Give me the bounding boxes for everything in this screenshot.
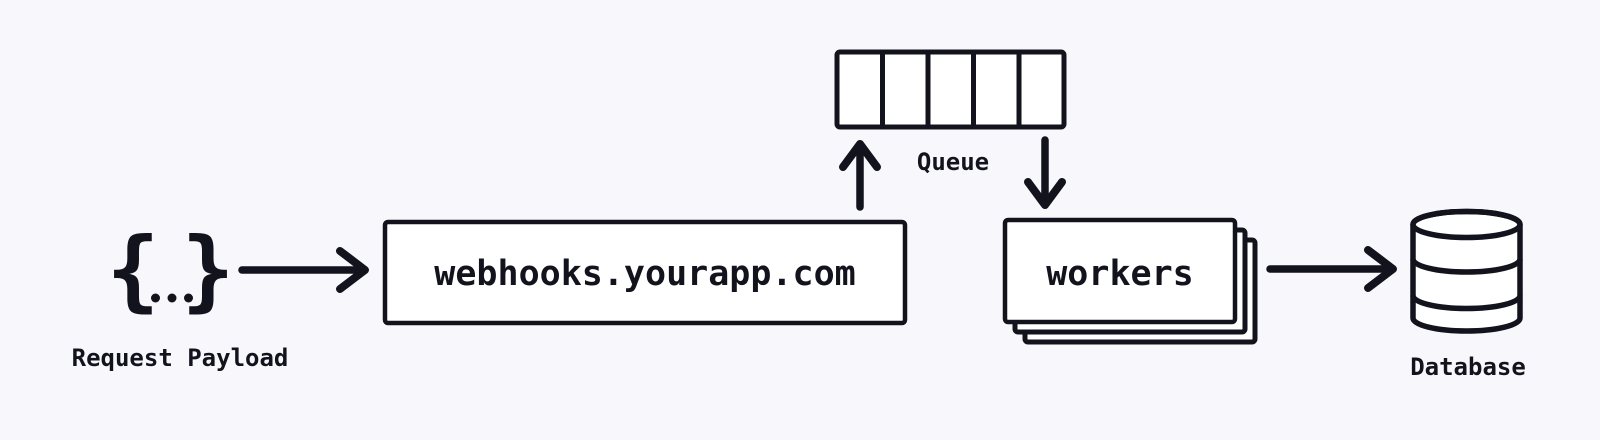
workers-node: workers	[1002, 217, 1258, 345]
payload-close-brace-glyph: }	[182, 218, 235, 321]
workers-label: workers	[1046, 254, 1194, 294]
database-cylinder-top	[1410, 208, 1523, 241]
payload-open-brace-glyph: {	[107, 218, 160, 321]
payload-dot	[184, 293, 193, 303]
webhooks-box	[382, 219, 908, 326]
queue-node: Queue	[834, 49, 1067, 176]
webhooks-server-node: webhooks.yourapp.com	[382, 219, 908, 326]
database-node: Database	[1410, 208, 1526, 381]
arrow-payload-to-webhooks	[238, 247, 369, 293]
workers-box-front	[1002, 217, 1238, 325]
database-cylinder-ring	[1410, 294, 1523, 312]
arrow-head	[1364, 246, 1397, 292]
webhooks-label: webhooks.yourapp.com	[434, 254, 855, 294]
arrow-head	[336, 247, 369, 293]
arrow-head	[839, 140, 881, 171]
arrow-workers-to-database	[1266, 246, 1397, 292]
payload-dot	[151, 293, 160, 303]
database-label: Database	[1410, 353, 1526, 381]
queue-box	[834, 49, 1067, 130]
arrow-head	[1024, 178, 1066, 209]
request-payload-label: Request Payload	[72, 344, 289, 372]
arrow-queue-to-workers	[1024, 136, 1066, 209]
queue-label: Queue	[917, 148, 989, 176]
request-payload-node: { } Request Payload	[72, 218, 289, 372]
database-cylinder-ring	[1410, 258, 1523, 275]
payload-dot	[167, 293, 177, 303]
arrow-webhooks-to-queue	[839, 140, 881, 211]
